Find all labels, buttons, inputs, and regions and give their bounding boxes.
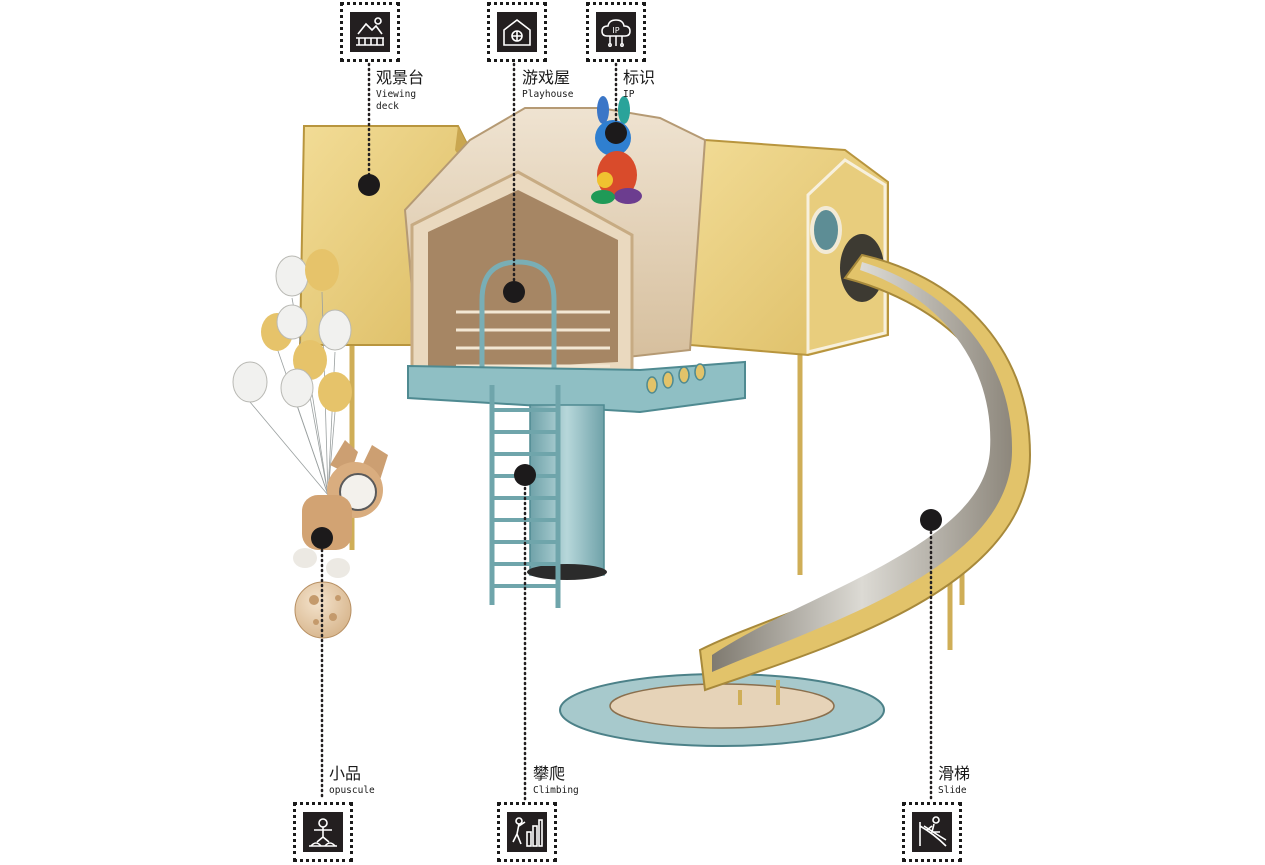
label-opuscule-zh: 小品 bbox=[329, 764, 362, 783]
viewing-deck-icon bbox=[356, 17, 384, 46]
label-playhouse: 游戏屋 Playhouse bbox=[522, 70, 592, 101]
label-viewing-deck-zh: 观景台 bbox=[376, 68, 425, 87]
label-opuscule-en: opuscule bbox=[329, 785, 375, 796]
label-ip: 标识 IP bbox=[623, 70, 675, 101]
label-climbing: 攀爬 Climbing bbox=[533, 766, 603, 797]
label-slide-en: Slide bbox=[938, 785, 967, 796]
ip-icon-box: IP bbox=[586, 2, 646, 62]
label-viewing-deck-en: Viewing deck bbox=[376, 89, 417, 112]
climbing-icon-box bbox=[497, 802, 557, 862]
opuscule-icon-box bbox=[293, 802, 353, 862]
leader-lines bbox=[320, 62, 933, 802]
viewing-deck-icon-box bbox=[340, 2, 400, 62]
slide-icon bbox=[919, 816, 947, 847]
label-ip-en: IP bbox=[623, 89, 635, 100]
label-playhouse-zh: 游戏屋 bbox=[522, 68, 571, 87]
label-climbing-zh: 攀爬 bbox=[533, 764, 566, 783]
slide bbox=[698, 253, 1032, 705]
label-slide: 滑梯 Slide bbox=[938, 766, 990, 797]
label-climbing-en: Climbing bbox=[533, 785, 579, 796]
slide-icon-box bbox=[902, 802, 962, 862]
playhouse-icon-box bbox=[487, 2, 547, 62]
svg-text:IP: IP bbox=[612, 26, 619, 35]
house-ball-icon bbox=[503, 18, 531, 46]
label-opuscule: 小品 opuscule bbox=[329, 766, 399, 797]
balloons bbox=[232, 249, 352, 496]
astronaut-icon bbox=[309, 818, 337, 847]
label-playhouse-en: Playhouse bbox=[522, 89, 574, 100]
label-viewing-deck: 观景台 Viewing deck bbox=[376, 70, 424, 113]
ip-cloud-icon: IP bbox=[601, 19, 631, 47]
label-ip-zh: 标识 bbox=[623, 68, 656, 87]
marker-dots bbox=[311, 122, 942, 549]
climber-icon bbox=[512, 817, 543, 847]
label-slide-zh: 滑梯 bbox=[938, 764, 971, 783]
